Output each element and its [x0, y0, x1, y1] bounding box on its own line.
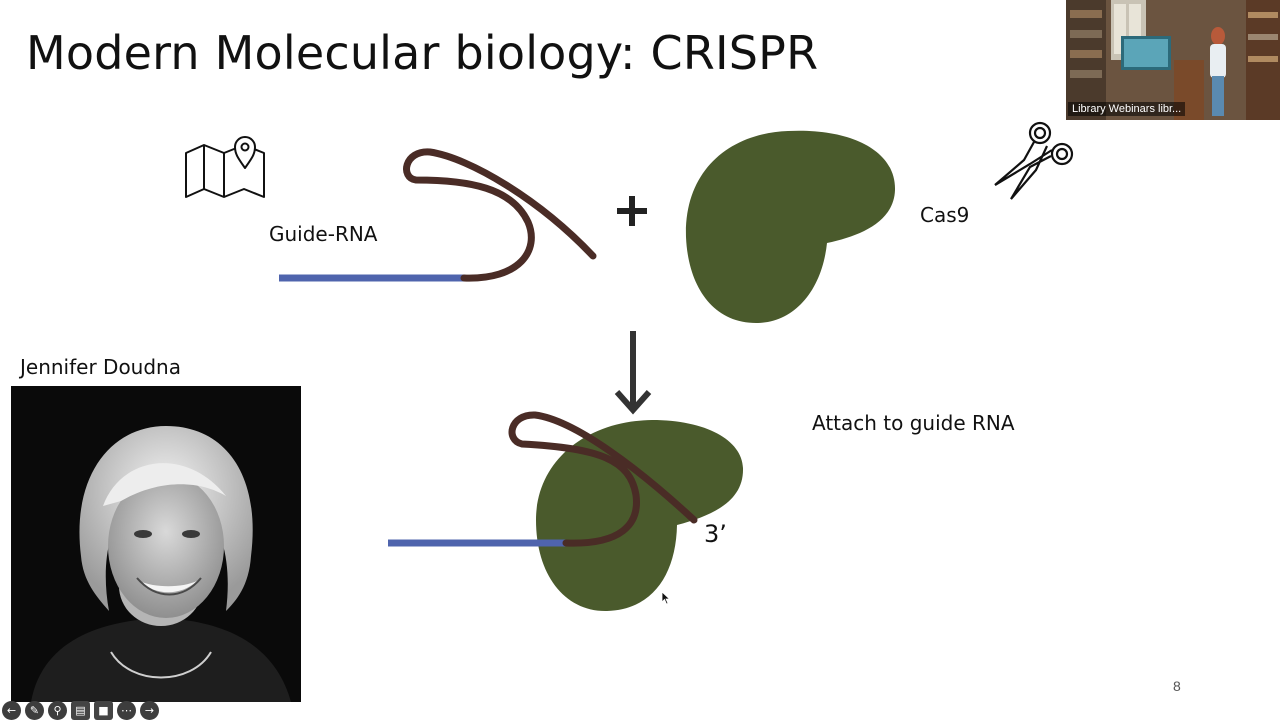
next-icon[interactable]: →	[140, 700, 159, 720]
page-number: 8	[1173, 678, 1181, 694]
mouse-cursor-icon	[661, 591, 671, 605]
person-name-label: Jennifer Doudna	[20, 355, 181, 379]
map-pin-icon	[185, 136, 265, 198]
attach-label: Attach to guide RNA	[812, 411, 1015, 435]
webcam-overlay[interactable]: Library Webinars libr...	[1066, 0, 1280, 120]
portrait-illustration	[11, 386, 301, 702]
cas9-guide-complex	[388, 411, 744, 612]
subtitles-icon[interactable]: ▤	[71, 700, 90, 720]
prev-icon[interactable]: ←	[2, 700, 21, 720]
zoom-icon[interactable]: ⚲	[48, 700, 67, 720]
cas9-label: Cas9	[920, 203, 970, 227]
portrait-photo	[11, 386, 301, 702]
webcam-video	[1066, 0, 1280, 120]
pen-icon[interactable]: ✎	[25, 700, 44, 720]
scissors-icon	[994, 121, 1074, 200]
camera-icon[interactable]: ■	[94, 700, 113, 720]
plus-icon	[617, 196, 647, 226]
webcam-caption: Library Webinars libr...	[1068, 102, 1186, 116]
more-icon[interactable]: ⋯	[117, 700, 136, 720]
down-arrow-icon	[614, 331, 652, 415]
guide-rna-label: Guide-RNA	[269, 222, 378, 246]
three-prime-label: 3’	[704, 520, 727, 548]
slide-title: Modern Molecular biology: CRISPR	[26, 26, 819, 80]
guide-rna-molecule	[279, 148, 597, 282]
cas9-protein	[685, 130, 896, 324]
presentation-toolbar: ← ✎ ⚲ ▤ ■ ⋯ →	[2, 700, 159, 720]
